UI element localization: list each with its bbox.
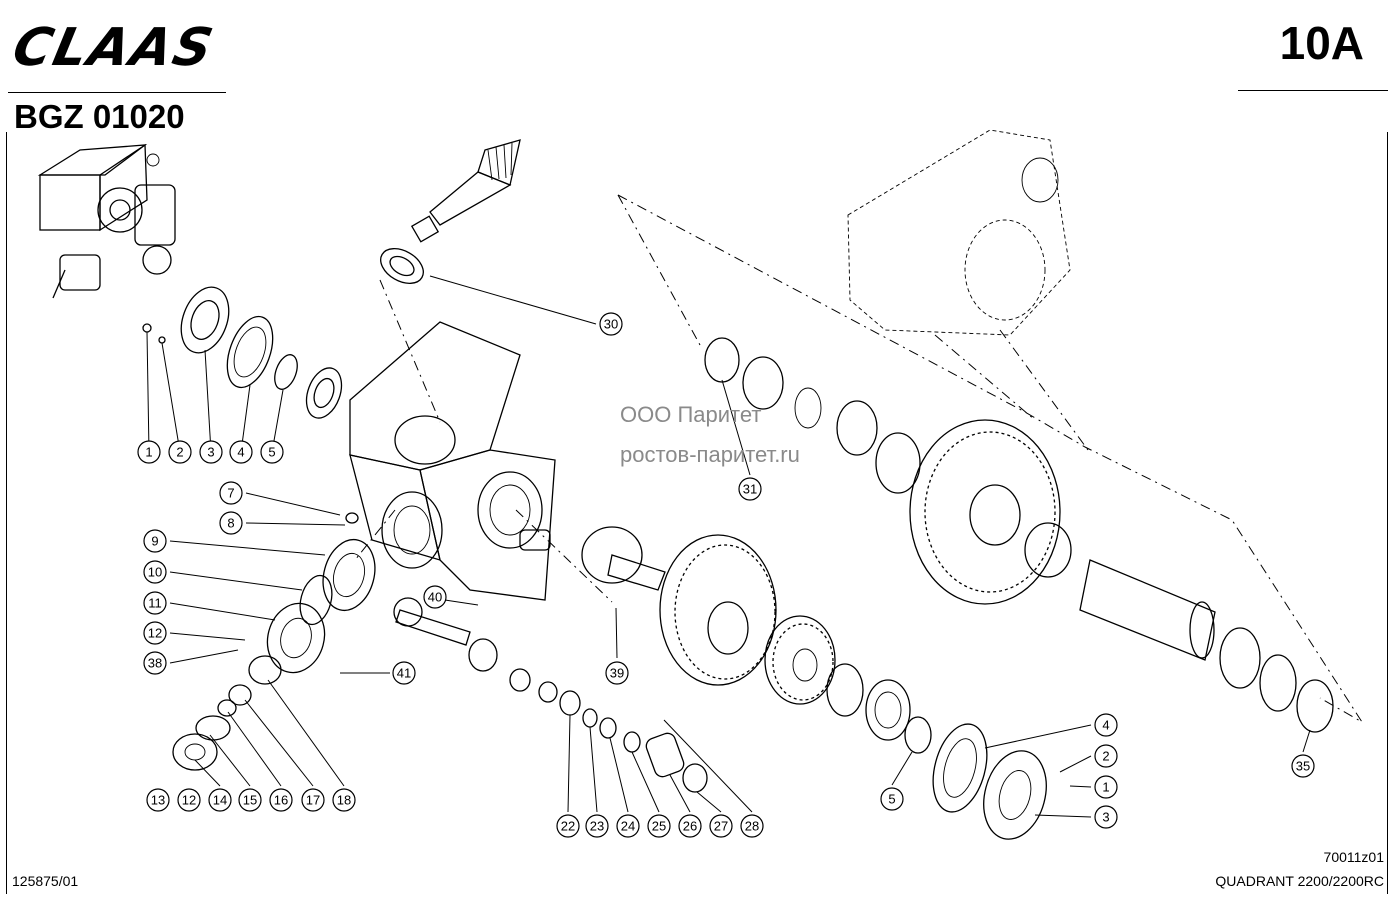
callout-12b: 12: [177, 788, 201, 812]
assembly-guide-lines: [354, 194, 1363, 723]
svg-text:16: 16: [274, 793, 288, 808]
svg-text:3: 3: [207, 445, 214, 460]
leader-lines: [146, 275, 1311, 818]
callout-9: 9: [143, 529, 167, 553]
svg-text:10: 10: [148, 565, 162, 580]
figure-id: 70011z01: [1323, 849, 1384, 865]
gear-large-icon: [704, 337, 1334, 733]
svg-text:30: 30: [604, 317, 618, 332]
callout-13: 13: [146, 788, 170, 812]
callout-30: 30: [599, 312, 623, 336]
gearbox-assembly-icon: [37, 143, 176, 299]
callout-10: 10: [143, 560, 167, 584]
svg-text:2: 2: [1102, 749, 1109, 764]
housing-icon: [345, 321, 556, 601]
gasket-icon: [172, 538, 376, 771]
callout-35: 35: [1291, 754, 1315, 778]
svg-text:40: 40: [428, 590, 442, 605]
callout-22: 22: [556, 814, 580, 838]
callout-4: 4: [229, 440, 253, 464]
svg-text:3: 3: [1102, 810, 1109, 825]
callout-1: 1: [137, 440, 161, 464]
callout-17: 17: [301, 788, 325, 812]
svg-text:15: 15: [243, 793, 257, 808]
svg-text:1: 1: [145, 445, 152, 460]
svg-text:41: 41: [397, 666, 411, 681]
svg-text:4: 4: [237, 445, 244, 460]
shaft-icon: [393, 597, 558, 703]
seal-ring-icon: [142, 286, 343, 419]
callout-24: 24: [616, 814, 640, 838]
drawing-frame: [6, 132, 1388, 894]
gear-icon: [581, 526, 932, 754]
flange-icon: [932, 723, 1047, 840]
callout-15: 15: [238, 788, 262, 812]
housing-phantom-icon: [847, 129, 1071, 336]
watermark-site: ростов-паритет.ru: [620, 442, 800, 467]
callout-41: 41: [392, 661, 416, 685]
svg-text:5: 5: [268, 445, 275, 460]
svg-text:14: 14: [213, 793, 227, 808]
callout-7: 7: [219, 481, 243, 505]
drawing-number: 125875/01: [12, 873, 79, 889]
callout-39: 39: [605, 661, 629, 685]
svg-text:27: 27: [714, 819, 728, 834]
callout-1b: 1: [1094, 775, 1118, 799]
callout-16: 16: [269, 788, 293, 812]
bearing-icon: [380, 248, 424, 284]
svg-text:17: 17: [306, 793, 320, 808]
svg-text:22: 22: [561, 819, 575, 834]
callout-40: 40: [423, 585, 447, 609]
svg-text:23: 23: [590, 819, 604, 834]
svg-text:31: 31: [743, 482, 757, 497]
svg-text:39: 39: [610, 666, 624, 681]
callout-3b: 3: [1094, 805, 1118, 829]
callout-2: 2: [168, 440, 192, 464]
pinion-shaft-icon: [410, 139, 521, 243]
header-rule-left: [8, 92, 226, 93]
callout-12: 12: [143, 621, 167, 645]
callout-23: 23: [585, 814, 609, 838]
svg-text:4: 4: [1102, 718, 1109, 733]
svg-text:5: 5: [888, 792, 895, 807]
svg-text:38: 38: [148, 656, 162, 671]
svg-text:12: 12: [148, 626, 162, 641]
callout-11: 11: [143, 591, 167, 615]
callout-14: 14: [208, 788, 232, 812]
svg-text:28: 28: [745, 819, 759, 834]
svg-text:18: 18: [337, 793, 351, 808]
svg-text:1: 1: [1102, 780, 1109, 795]
svg-text:8: 8: [227, 516, 234, 531]
svg-text:7: 7: [227, 486, 234, 501]
callout-27: 27: [709, 814, 733, 838]
svg-text:24: 24: [621, 819, 635, 834]
svg-text:26: 26: [683, 819, 697, 834]
callout-3: 3: [199, 440, 223, 464]
callout-2b: 2: [1094, 744, 1118, 768]
callout-5b: 5: [880, 787, 904, 811]
svg-text:12: 12: [182, 793, 196, 808]
callout-18: 18: [332, 788, 356, 812]
page-number: 10A: [1279, 17, 1364, 69]
callout-25: 25: [647, 814, 671, 838]
watermark-company: ООО Паритет: [620, 402, 762, 427]
callout-31: 31: [738, 477, 762, 501]
callout-4b: 4: [1094, 713, 1118, 737]
header-rule-right: [1238, 90, 1388, 91]
assembly-code: BGZ 01020: [14, 98, 185, 135]
callout-28: 28: [740, 814, 764, 838]
svg-text:2: 2: [176, 445, 183, 460]
svg-text:13: 13: [151, 793, 165, 808]
callout-26: 26: [678, 814, 702, 838]
callout-8: 8: [219, 511, 243, 535]
svg-text:35: 35: [1296, 759, 1310, 774]
callout-38: 38: [143, 651, 167, 675]
callout-5: 5: [260, 440, 284, 464]
svg-text:9: 9: [151, 534, 158, 549]
model-name: QUADRANT 2200/2200RC: [1215, 873, 1384, 889]
svg-text:11: 11: [148, 596, 162, 611]
svg-text:25: 25: [652, 819, 666, 834]
